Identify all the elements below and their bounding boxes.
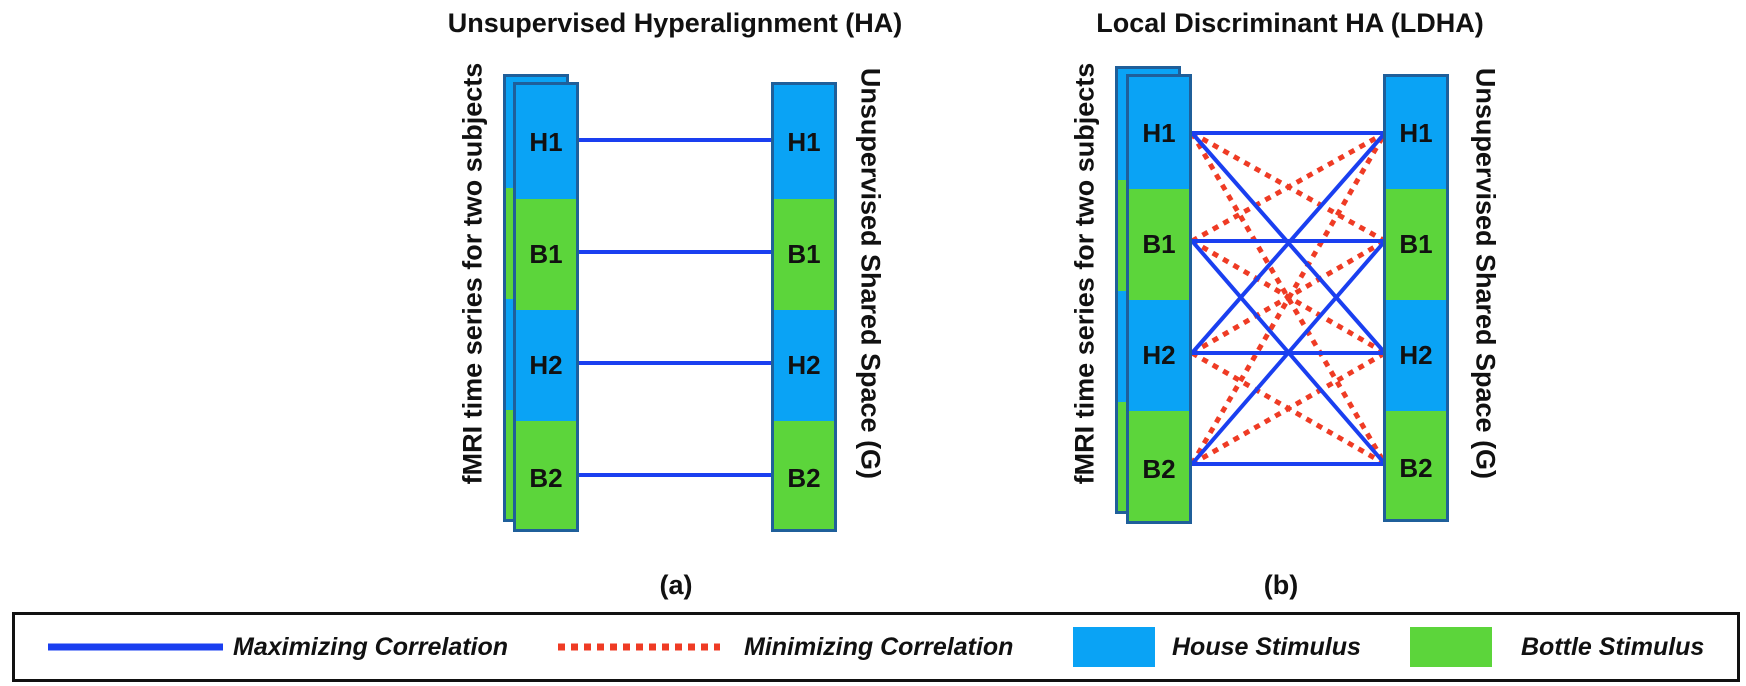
max-line-b2-b1 xyxy=(1190,239,1387,466)
panel-b-max-lines xyxy=(1190,131,1387,466)
panel-b-shared-column: H1 B1 H2 B2 xyxy=(1383,74,1449,522)
shared-segment-b2: B2 xyxy=(1386,411,1446,519)
max-correlation-swatch xyxy=(48,643,223,651)
panel-a-subject-column: H1 B1 H2 B2 xyxy=(513,82,579,532)
panel-b-right-label: Unsupervised Shared Space (G) xyxy=(1470,67,1501,480)
shared-segment-b2: B2 xyxy=(774,421,834,529)
panel-b-subject-column: H1 B1 H2 B2 xyxy=(1126,74,1192,524)
segment-b1: B1 xyxy=(516,199,576,310)
legend-bottle-stimulus: Bottle Stimulus xyxy=(1521,633,1705,661)
panel-b-title: Local Discriminant HA (LDHA) xyxy=(1096,8,1484,38)
panel-b-left-label: fMRI time series for two subjects xyxy=(1069,62,1100,485)
segment-h1: H1 xyxy=(1129,77,1189,189)
legend-min-correlation: Minimizing Correlation xyxy=(744,633,1014,661)
shared-segment-h1: H1 xyxy=(1386,77,1446,189)
min-line-b1-h1 xyxy=(1190,130,1387,244)
panel-a-caption: (a) xyxy=(659,570,693,600)
house-swatch xyxy=(1073,627,1155,667)
segment-h1: H1 xyxy=(516,85,576,199)
panel-a-max-lines xyxy=(579,138,771,477)
bottle-swatch xyxy=(1410,627,1492,667)
shared-segment-h2: H2 xyxy=(774,310,834,421)
min-correlation-swatch xyxy=(558,643,720,651)
max-line-h2-h1 xyxy=(1190,131,1387,355)
shared-segment-h1: H1 xyxy=(774,85,834,199)
panel-b-caption: (b) xyxy=(1263,570,1299,600)
segment-h2: H2 xyxy=(1129,300,1189,411)
legend-max-correlation: Maximizing Correlation xyxy=(233,633,509,661)
shared-segment-b1: B1 xyxy=(774,199,834,310)
min-line-b2-h2 xyxy=(1190,350,1387,467)
shared-segment-b1: B1 xyxy=(1386,189,1446,300)
panel-a-shared-column: H1 B1 H2 B2 xyxy=(771,82,837,532)
segment-b1: B1 xyxy=(1129,189,1189,300)
segment-h2: H2 xyxy=(516,310,576,421)
segment-b2: B2 xyxy=(1129,411,1189,521)
min-line-h1-b2 xyxy=(1189,131,1388,466)
legend-house-stimulus: House Stimulus xyxy=(1172,633,1361,661)
panel-b-min-lines xyxy=(1189,130,1388,467)
segment-b2: B2 xyxy=(516,421,576,529)
panel-a-title: Unsupervised Hyperalignment (HA) xyxy=(447,8,903,38)
shared-segment-h2: H2 xyxy=(1386,300,1446,411)
legend: Maximizing Correlation Minimizing Correl… xyxy=(12,612,1740,682)
min-line-b2-h1 xyxy=(1189,131,1388,466)
